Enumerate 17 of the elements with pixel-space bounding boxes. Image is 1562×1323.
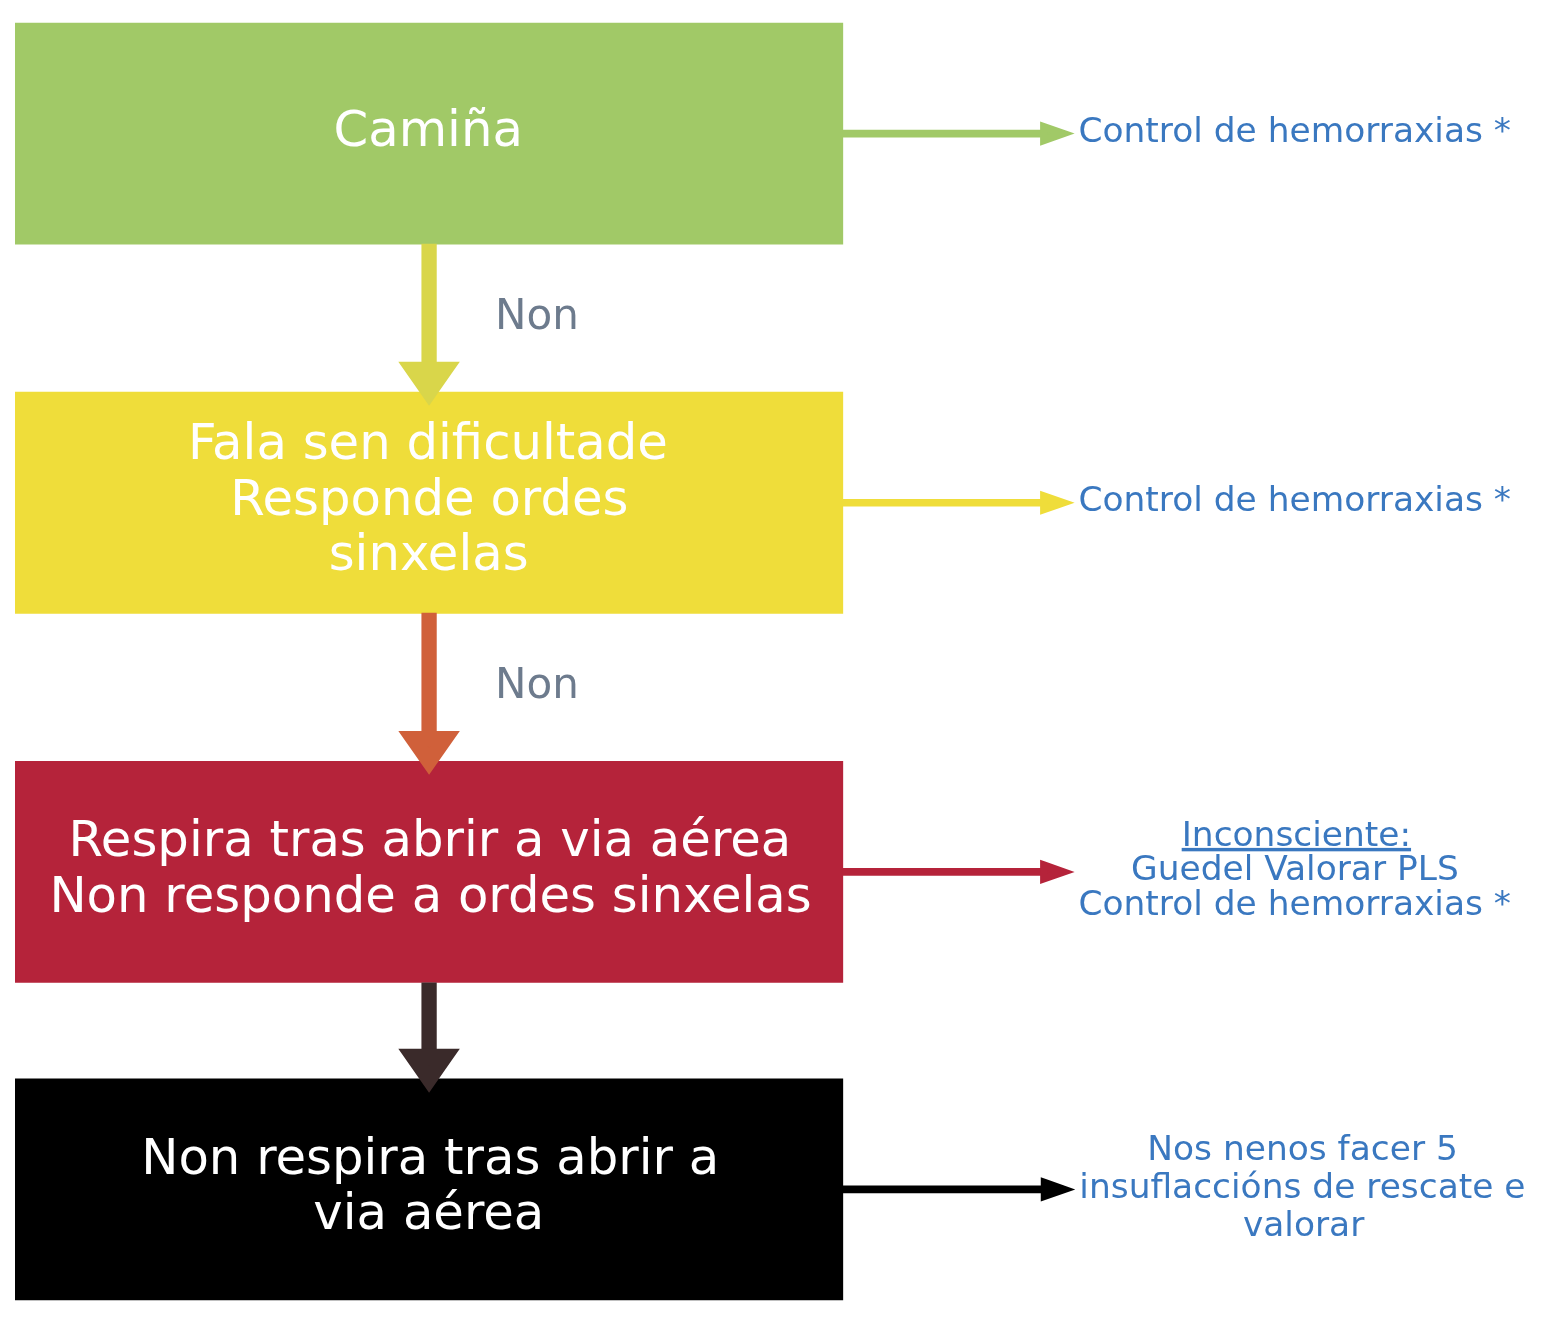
arrow bbox=[398, 982, 460, 1093]
node-box: Fala sen dificultade Responde ordes sinxelas bbox=[15, 391, 844, 614]
arrow bbox=[842, 121, 1075, 146]
node-text: Control de hemorraxias * bbox=[1078, 479, 1512, 520]
edge-label: Non bbox=[495, 659, 579, 709]
node-text: Inconsciente: Guedel Valorar PLS Control de hemorraxias * bbox=[1078, 813, 1512, 923]
node-box: Respira tras abrir a via aérea Non responde a ordes sinxelas bbox=[15, 760, 844, 983]
edge-label: Non bbox=[495, 289, 579, 339]
node-text: Nos nenos facer 5 insuflaccións de rescate e valorar bbox=[1079, 1127, 1526, 1245]
arrow bbox=[398, 612, 460, 775]
node-box: Non respira tras abrir a via aérea bbox=[15, 1078, 844, 1301]
node-text: Control de hemorraxias * bbox=[1078, 110, 1512, 151]
arrow bbox=[842, 490, 1075, 515]
node-box: Camiña bbox=[15, 22, 844, 245]
arrow bbox=[842, 1177, 1076, 1202]
arrow bbox=[842, 859, 1075, 884]
arrow bbox=[398, 243, 460, 406]
